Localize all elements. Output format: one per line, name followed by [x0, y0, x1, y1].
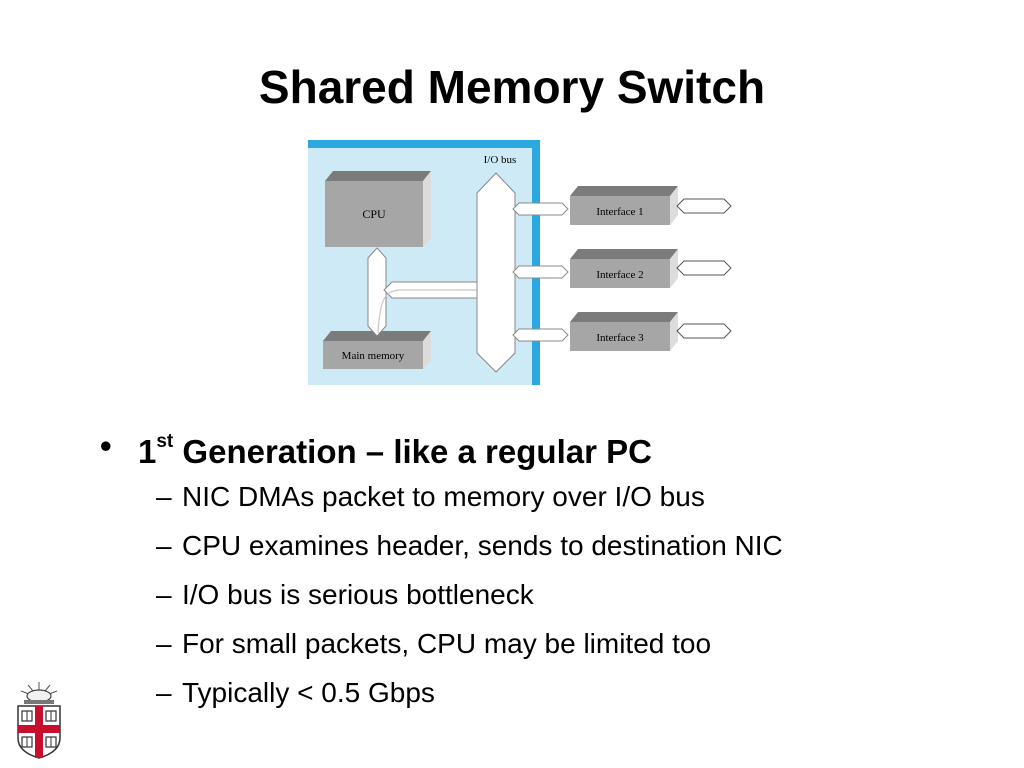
main-memory-box: Main memory — [323, 331, 431, 369]
interface-3-label: Interface 3 — [596, 332, 644, 344]
bus-connector-3 — [512, 328, 569, 342]
external-link-1 — [676, 198, 732, 214]
bullet-main-text: Generation – like a regular PC — [173, 433, 652, 470]
main-memory-label: Main memory — [342, 350, 405, 362]
sub-bullet-text: CPU examines header, sends to destinatio… — [182, 530, 783, 561]
slide-title: Shared Memory Switch — [258, 61, 766, 113]
bus-connector-1 — [512, 202, 569, 216]
external-link-2 — [676, 260, 732, 276]
sub-bullet-text: I/O bus is serious bottleneck — [182, 579, 534, 610]
sub-bullet: –NIC DMAs packet to memory over I/O bus — [156, 481, 705, 512]
bullet-dot: • — [100, 427, 112, 464]
sub-bullet: –I/O bus is serious bottleneck — [156, 579, 534, 610]
cpu-box: CPU — [325, 171, 431, 247]
sub-bullet: –For small packets, CPU may be limited t… — [156, 628, 712, 659]
cpu-memory-connector — [367, 247, 387, 337]
interface-1-label: Interface 1 — [596, 206, 643, 218]
sub-bullet-text: NIC DMAs packet to memory over I/O bus — [182, 481, 705, 512]
university-shield-logo — [17, 682, 61, 759]
io-bus-label: I/O bus — [484, 154, 517, 166]
interface-2-label: Interface 2 — [596, 269, 643, 281]
sub-bullet-text: Typically < 0.5 Gbps — [182, 677, 435, 708]
external-link-3 — [676, 323, 732, 339]
interface-1-box: Interface 1 — [570, 186, 678, 225]
interface-2-box: Interface 2 — [570, 249, 678, 288]
bullet-main-superscript: st — [156, 431, 174, 452]
bullet-main-prefix: 1 — [138, 433, 157, 470]
sub-bullet: –CPU examines header, sends to destinati… — [156, 530, 783, 561]
io-bus: I/O bus — [476, 154, 517, 373]
shared-memory-switch-diagram: CPU Main memory I/O bus Interface 1 Inte… — [308, 140, 732, 385]
cpu-label: CPU — [362, 207, 386, 221]
interface-3-box: Interface 3 — [570, 312, 678, 351]
bus-connector-2 — [512, 265, 569, 279]
bullet-list: • 1st Generation – like a regular PC –NIC… — [100, 424, 1000, 717]
sub-bullet-text: For small packets, CPU may be limited to… — [182, 628, 712, 659]
bullet-main: • 1st Generation – like a regular PC — [100, 424, 1000, 472]
sub-bullet: –Typically < 0.5 Gbps — [156, 677, 435, 708]
